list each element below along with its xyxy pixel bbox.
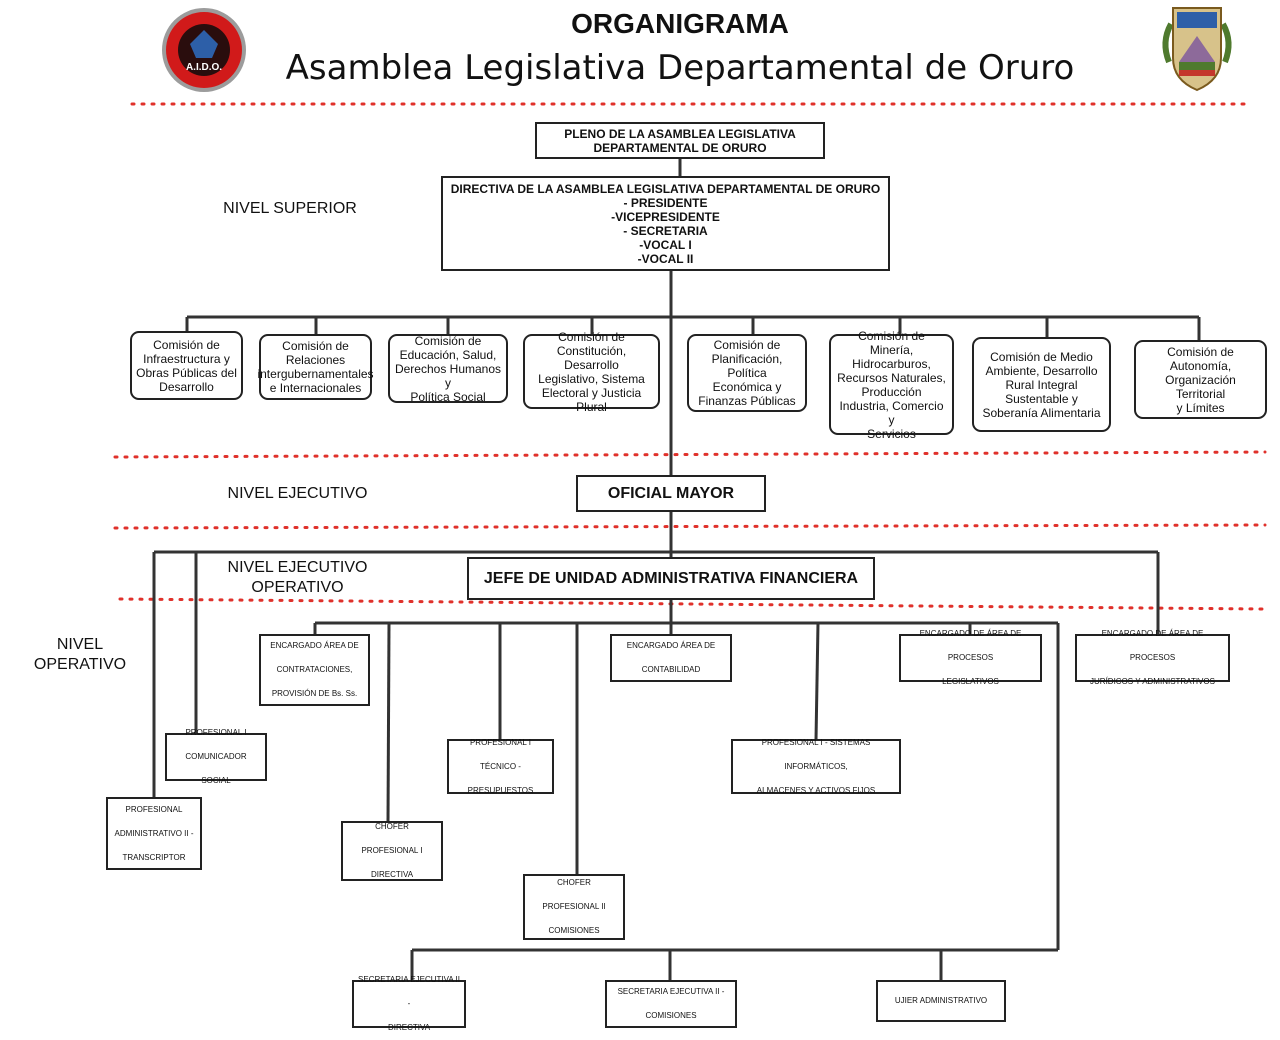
org-node-comision-medio-ambiente: Comisión de Medio Ambiente, Desarrollo R… [972, 337, 1111, 432]
separator-superior [113, 450, 1267, 459]
aldo-seal-icon: A.I.D.O. [162, 8, 246, 92]
org-node-oficial-mayor: OFICIAL MAYOR [576, 475, 766, 512]
org-node-comision-constitucion: Comisión de Constitución, Desarrollo Leg… [523, 330, 660, 414]
org-node-transcriptor: PROFESIONAL ADMINISTRATIVO II - TRANSCRI… [106, 797, 202, 870]
level-label-superior: NIVEL SUPERIOR [223, 200, 357, 217]
org-node-comision-mineria: Comisión de Minería, Hidrocarburos, Recu… [829, 329, 954, 441]
org-node-directiva: DIRECTIVA DE LA ASAMBLEA LEGISLATIVA DEP… [441, 176, 890, 271]
org-node-chofer-directiva: CHOFER PROFESIONAL I DIRECTIVA [341, 821, 443, 881]
org-node-comision-educacion: Comisión de Educación, Salud, Derechos H… [388, 334, 508, 404]
page-subtitle: Asamblea Legislativa Departamental de Or… [285, 48, 1075, 88]
org-node-comunicador-social: PROFESIONAL I COMUNICADOR SOCIAL [165, 728, 267, 785]
coat-of-arms-icon [1162, 7, 1232, 92]
org-node-procesos-legislativos: ENCARGADO DE ÁREA DE PROCESOS LEGISLATIV… [899, 629, 1042, 686]
org-node-contrataciones: ENCARGADO ÁREA DE CONTRATACIONES, PROVIS… [259, 634, 370, 706]
aldo-logo: A.I.D.O. [160, 6, 248, 94]
org-node-contabilidad: ENCARGADO ÁREA DE CONTABILIDAD [610, 634, 732, 682]
level-label-operativo: NIVEL OPERATIVO [33, 636, 127, 673]
org-node-comision-infraestructura: Comisión de Infraestructura y Obras Públ… [130, 331, 243, 400]
level-separators [113, 102, 1267, 611]
org-node-ujier: UJIER ADMINISTRATIVO [876, 980, 1006, 1022]
org-node-sistemas-informaticos: PROFESIONAL I - SISTEMAS INFORMÁTICOS, A… [731, 738, 901, 795]
oruro-coat-of-arms [1155, 2, 1239, 94]
org-node-comision-relaciones: Comisión de Relaciones intergubernamenta… [257, 334, 374, 400]
org-node-secretaria-comisiones: SECRETARIA EJECUTIVA II - COMISIONES [605, 980, 737, 1028]
level-label-ejecutivo: NIVEL EJECUTIVO [227, 485, 368, 502]
org-node-comision-planificacion: Comisión de Planificación, Política Econ… [687, 334, 807, 412]
org-node-chofer-comisiones: CHOFER PROFESIONAL II COMISIONES [523, 874, 625, 940]
hierarchy-lines [152, 159, 1201, 981]
org-node-comision-autonomia: Comisión de Autonomía, Organización Terr… [1134, 340, 1267, 419]
org-node-pleno: PLENO DE LA ASAMBLEA LEGISLATIVA DEPARTA… [535, 122, 825, 159]
separator-ejecutivo [113, 523, 1267, 530]
page-title: ORGANIGRAMA [571, 8, 789, 39]
org-node-procesos-juridicos: ENCARGADO DE ÁREA DE PROCESOS JURÍDICOS … [1075, 629, 1230, 686]
org-node-secretaria-directiva: SECRETARIA EJECUTIVA II - DIRECTIVA [352, 975, 466, 1032]
aldo-logo-text: A.I.D.O. [186, 62, 222, 73]
org-node-presupuestos: PROFESIONAL I TÉCNICO - PRESUPUESTOS [447, 738, 554, 795]
org-node-jefe-uaf: JEFE DE UNIDAD ADMINISTRATIVA FINANCIERA [467, 557, 875, 600]
separator-ejecutivo-operativo [118, 597, 1264, 611]
level-label-ejecutivo-operativo: NIVEL EJECUTIVO OPERATIVO [227, 559, 368, 596]
